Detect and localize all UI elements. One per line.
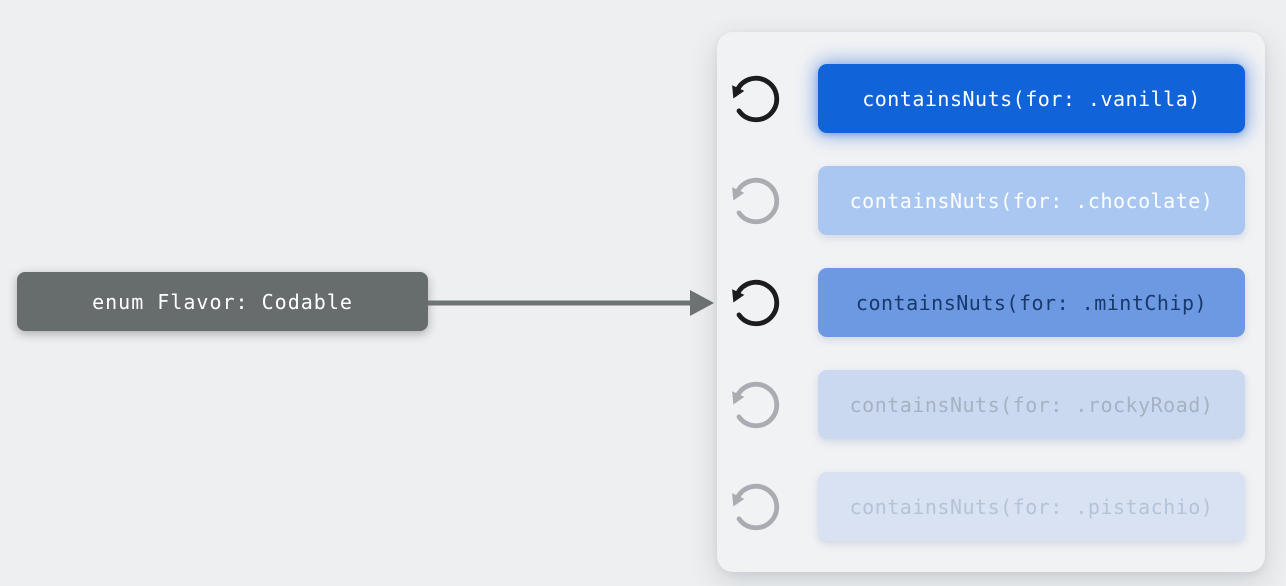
- method-call-button-vanilla[interactable]: containsNuts(for: .vanilla): [818, 64, 1245, 133]
- method-call-row-pistachio: containsNuts(for: .pistachio): [729, 472, 1245, 541]
- circular-replay-icon-rockyRoad[interactable]: [729, 378, 783, 432]
- method-call-button-chocolate[interactable]: containsNuts(for: .chocolate): [818, 166, 1245, 235]
- method-call-button-rockyRoad[interactable]: containsNuts(for: .rockyRoad): [818, 370, 1245, 439]
- method-call-row-vanilla: containsNuts(for: .vanilla): [729, 64, 1245, 133]
- method-call-button-mintChip[interactable]: containsNuts(for: .mintChip): [818, 268, 1245, 337]
- method-calls-panel: containsNuts(for: .vanilla) containsNuts…: [717, 32, 1265, 572]
- method-call-row-chocolate: containsNuts(for: .chocolate): [729, 166, 1245, 235]
- connector-arrow: [428, 290, 714, 316]
- method-call-row-mintChip: containsNuts(for: .mintChip): [729, 268, 1245, 337]
- circular-replay-icon-mintChip[interactable]: [729, 276, 783, 330]
- circular-replay-icon-pistachio[interactable]: [729, 480, 783, 534]
- circular-replay-icon-chocolate[interactable]: [729, 174, 783, 228]
- circular-replay-icon-vanilla[interactable]: [729, 72, 783, 126]
- method-call-row-rockyRoad: containsNuts(for: .rockyRoad): [729, 370, 1245, 439]
- enum-flavor-node: enum Flavor: Codable: [17, 272, 428, 331]
- method-call-button-pistachio[interactable]: containsNuts(for: .pistachio): [818, 472, 1245, 541]
